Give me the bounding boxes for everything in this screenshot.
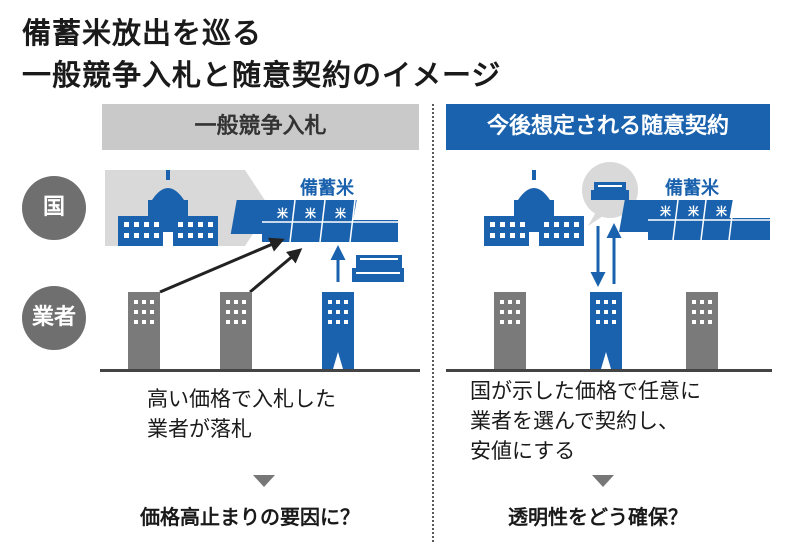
title-line-2: 一般競争入札と随意契約のイメージ — [22, 58, 502, 92]
left-rice-label: 備蓄米 — [300, 178, 354, 199]
svg-text:米: 米 — [304, 206, 317, 220]
title-line-1: 備蓄米放出を巡る — [22, 16, 263, 50]
right-down-triangle-icon — [592, 475, 614, 487]
left-description-line-1: 高い価格で入札した — [147, 387, 336, 411]
left-description-line-2: 業者が落札 — [147, 417, 252, 441]
panel-divider — [432, 104, 434, 542]
left-money-bundle-icon — [352, 255, 404, 282]
svg-text:米: 米 — [364, 206, 377, 220]
right-ground-line — [446, 369, 772, 372]
country-label: 国 — [22, 176, 86, 240]
left-parliament-icon — [118, 170, 218, 246]
svg-text:米: 米 — [743, 204, 756, 218]
right-rice-label: 備蓄米 — [665, 178, 719, 199]
svg-text:米: 米 — [659, 204, 672, 218]
svg-text:米: 米 — [687, 204, 700, 218]
left-gray-building-2-icon — [220, 292, 252, 369]
left-gray-building-1-icon — [128, 292, 160, 369]
left-panel-header: 一般競争入札 — [102, 104, 419, 150]
left-rice-bags-icon: 米米米米 — [230, 199, 398, 243]
right-gray-building-1-icon — [494, 292, 526, 369]
bid-arrow-1 — [159, 237, 285, 294]
svg-text:米: 米 — [715, 204, 728, 218]
right-gray-building-2-icon — [686, 292, 718, 369]
left-ground-line — [100, 369, 420, 372]
price-bubble-icon — [582, 162, 638, 226]
right-rice-bags-icon: 米米米米 — [619, 199, 770, 241]
right-panel-header: 今後想定される随意契約 — [446, 104, 770, 150]
svg-text:米: 米 — [276, 206, 289, 220]
left-winning-building-icon — [322, 292, 354, 369]
left-down-triangle-icon — [253, 475, 275, 487]
right-description-line-1: 国が示した価格で任意に — [470, 379, 701, 403]
svg-text:米: 米 — [334, 206, 347, 220]
right-parliament-icon — [484, 170, 584, 246]
right-description-line-3: 安値にする — [470, 439, 576, 463]
businesses-label: 業者 — [22, 286, 86, 350]
bid-arrow-2 — [249, 248, 303, 294]
right-conclusion: 透明性をどう確保？ — [508, 505, 688, 529]
right-description-line-2: 業者を選んで契約し、 — [470, 409, 679, 433]
right-selected-building-icon — [590, 292, 622, 369]
left-conclusion: 価格高止まりの要因に？ — [140, 505, 360, 529]
